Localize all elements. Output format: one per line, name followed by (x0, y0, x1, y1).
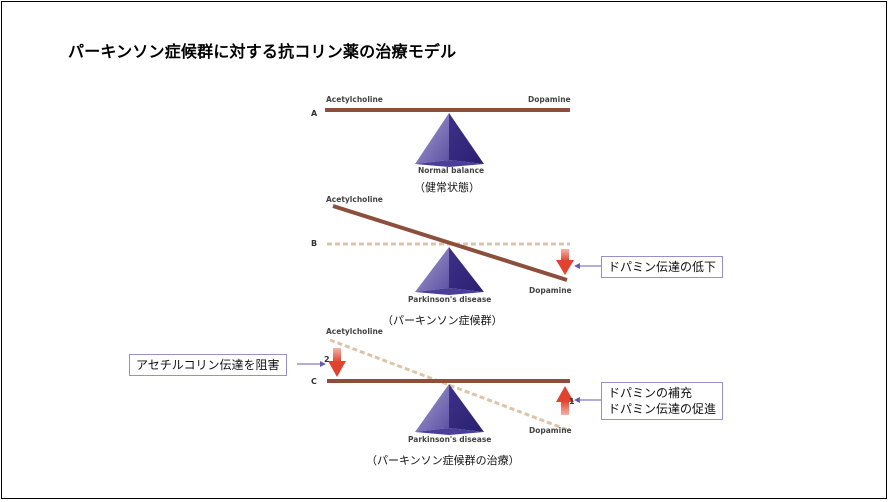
fulcrum-label-c: Parkinson's disease (408, 435, 492, 444)
callout-dopamine-decrease: ドパミン伝達の低下 (601, 256, 724, 278)
dopamine-label-c: Dopamine (529, 426, 572, 435)
section-label-b: B (311, 239, 318, 248)
panel-a (325, 108, 570, 167)
panel-b (327, 204, 574, 295)
acetylcholine-label-c: Acetylcholine (326, 327, 383, 336)
fulcrum-a (415, 113, 484, 167)
callout-dopamine-decrease-text: ドパミン伝達の低下 (608, 260, 717, 274)
up-arrow-c (556, 386, 574, 415)
callout-block-acetylcholine: アセチルコリン伝達を阻害 (129, 354, 287, 376)
caption-a: （健常状態） (414, 181, 480, 194)
fulcrum-label-b: Parkinson's disease (408, 295, 492, 304)
callout-block-acetylcholine-text: アセチルコリン伝達を阻害 (136, 358, 280, 372)
fulcrum-b (415, 247, 484, 295)
marker-1: 1 (569, 397, 575, 406)
caption-b: （パーキンソン症候群） (382, 314, 503, 327)
callout-supplement-line-1: ドパミンの補充 (608, 386, 693, 400)
section-label-c: C (311, 377, 317, 386)
panel-c (327, 338, 574, 435)
caption-c: （パーキンソン症候群の治療） (366, 454, 520, 467)
section-label-a: A (311, 109, 318, 118)
slide-title: パーキンソン症候群に対する抗コリン薬の治療モデル (68, 42, 457, 61)
fulcrum-c (415, 384, 484, 435)
down-arrow-c (328, 348, 346, 377)
acetylcholine-label-a: Acetylcholine (326, 95, 383, 104)
down-arrow-b (556, 249, 574, 275)
callout-connectors (297, 263, 601, 403)
ghost-beam-c (329, 338, 569, 432)
dopamine-label-b: Dopamine (529, 286, 572, 295)
callout-supplement-line-2: ドパミン伝達の促進 (608, 402, 717, 416)
acetylcholine-label-b: Acetylcholine (326, 195, 383, 204)
callout-dopamine-supplement: ドパミンの補充 ドパミン伝達の促進 (601, 382, 724, 420)
fulcrum-label-a: Normal balance (418, 166, 485, 175)
tilted-beam-b (332, 204, 568, 282)
dopamine-label-a: Dopamine (528, 95, 571, 104)
marker-2: 2 (324, 355, 330, 364)
